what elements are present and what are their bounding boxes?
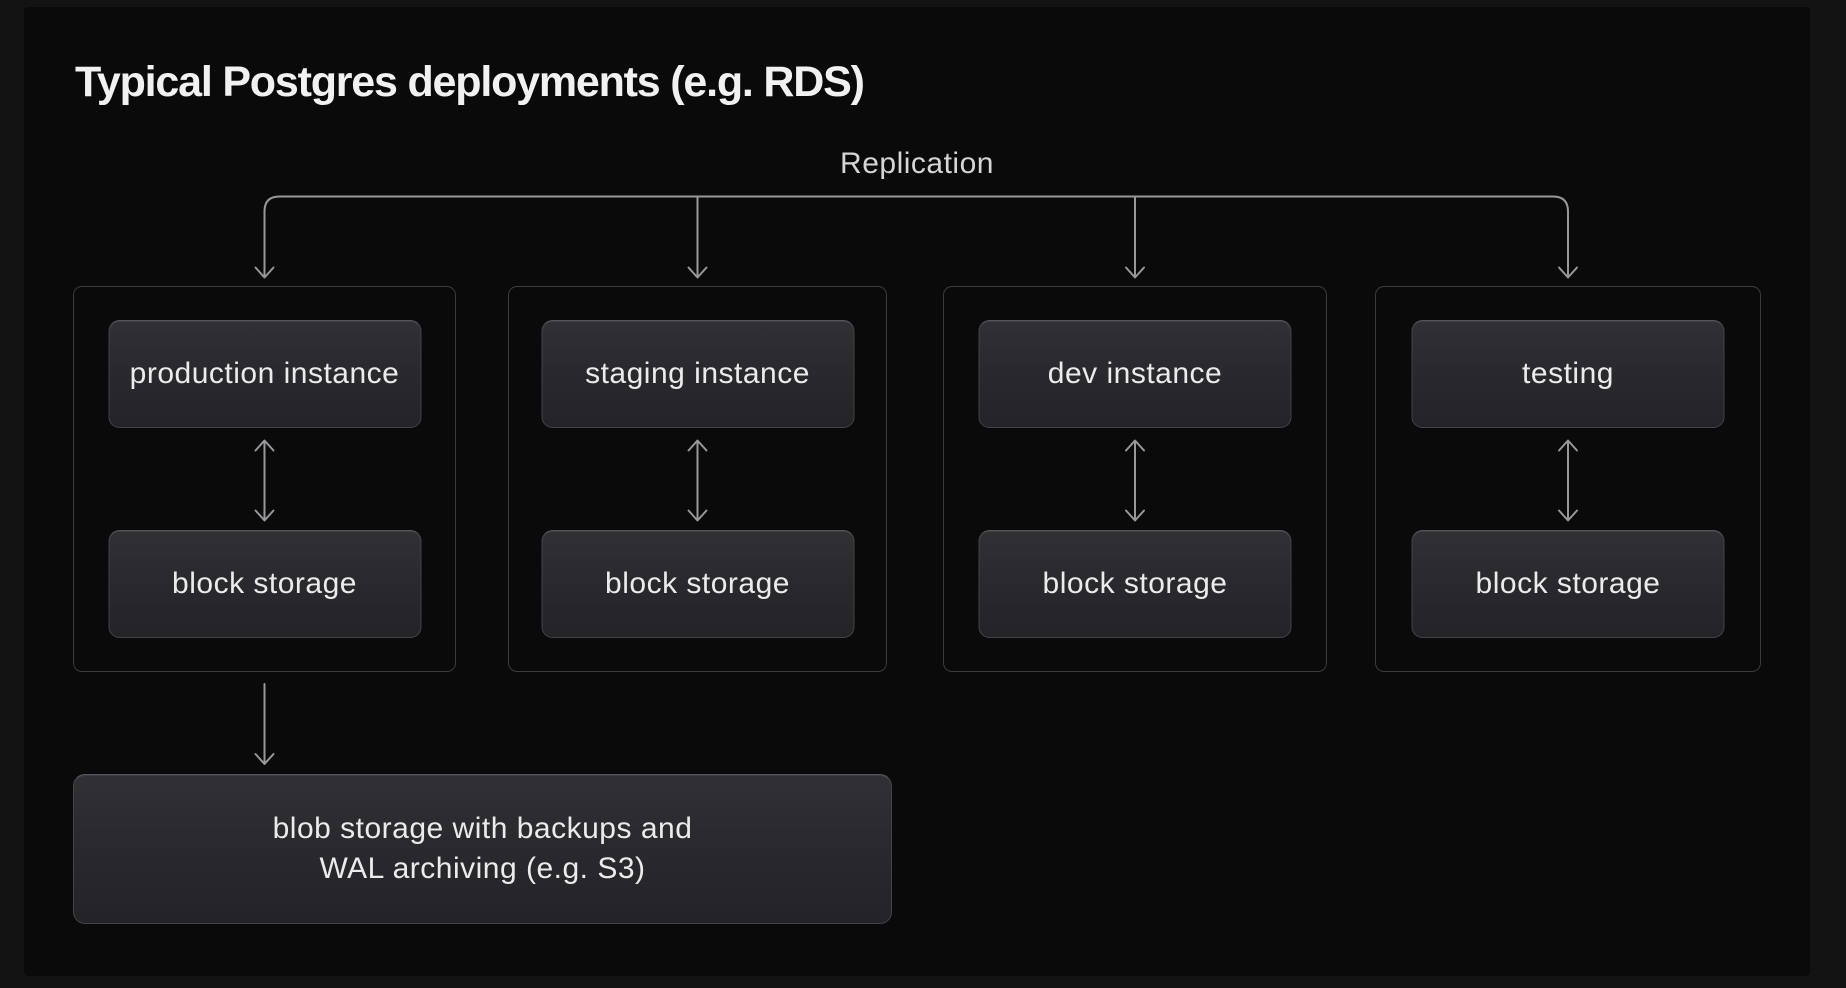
node-block-storage-2: block storage	[541, 530, 854, 638]
diagram-title: Typical Postgres deployments (e.g. RDS)	[75, 58, 865, 106]
node-block-storage-4: block storage	[1411, 530, 1725, 638]
node-block-storage-1: block storage	[108, 530, 421, 638]
replication-label: Replication	[840, 147, 994, 180]
node-block-storage-3: block storage	[978, 530, 1292, 638]
group-testing: testing block storage	[1375, 286, 1761, 672]
group-staging: staging instance block storage	[508, 286, 887, 672]
node-testing-instance: testing	[1411, 320, 1725, 428]
blob-storage-line1: blob storage with backups and	[272, 812, 693, 845]
node-production-instance: production instance	[108, 320, 421, 428]
group-dev: dev instance block storage	[943, 286, 1327, 672]
node-staging-instance: staging instance	[541, 320, 854, 428]
node-dev-instance: dev instance	[978, 320, 1292, 428]
blob-storage-line2: WAL archiving (e.g. S3)	[319, 852, 646, 885]
group-production: production instance block storage	[73, 286, 456, 672]
node-blob-storage: blob storage with backups and WAL archiv…	[73, 774, 892, 924]
